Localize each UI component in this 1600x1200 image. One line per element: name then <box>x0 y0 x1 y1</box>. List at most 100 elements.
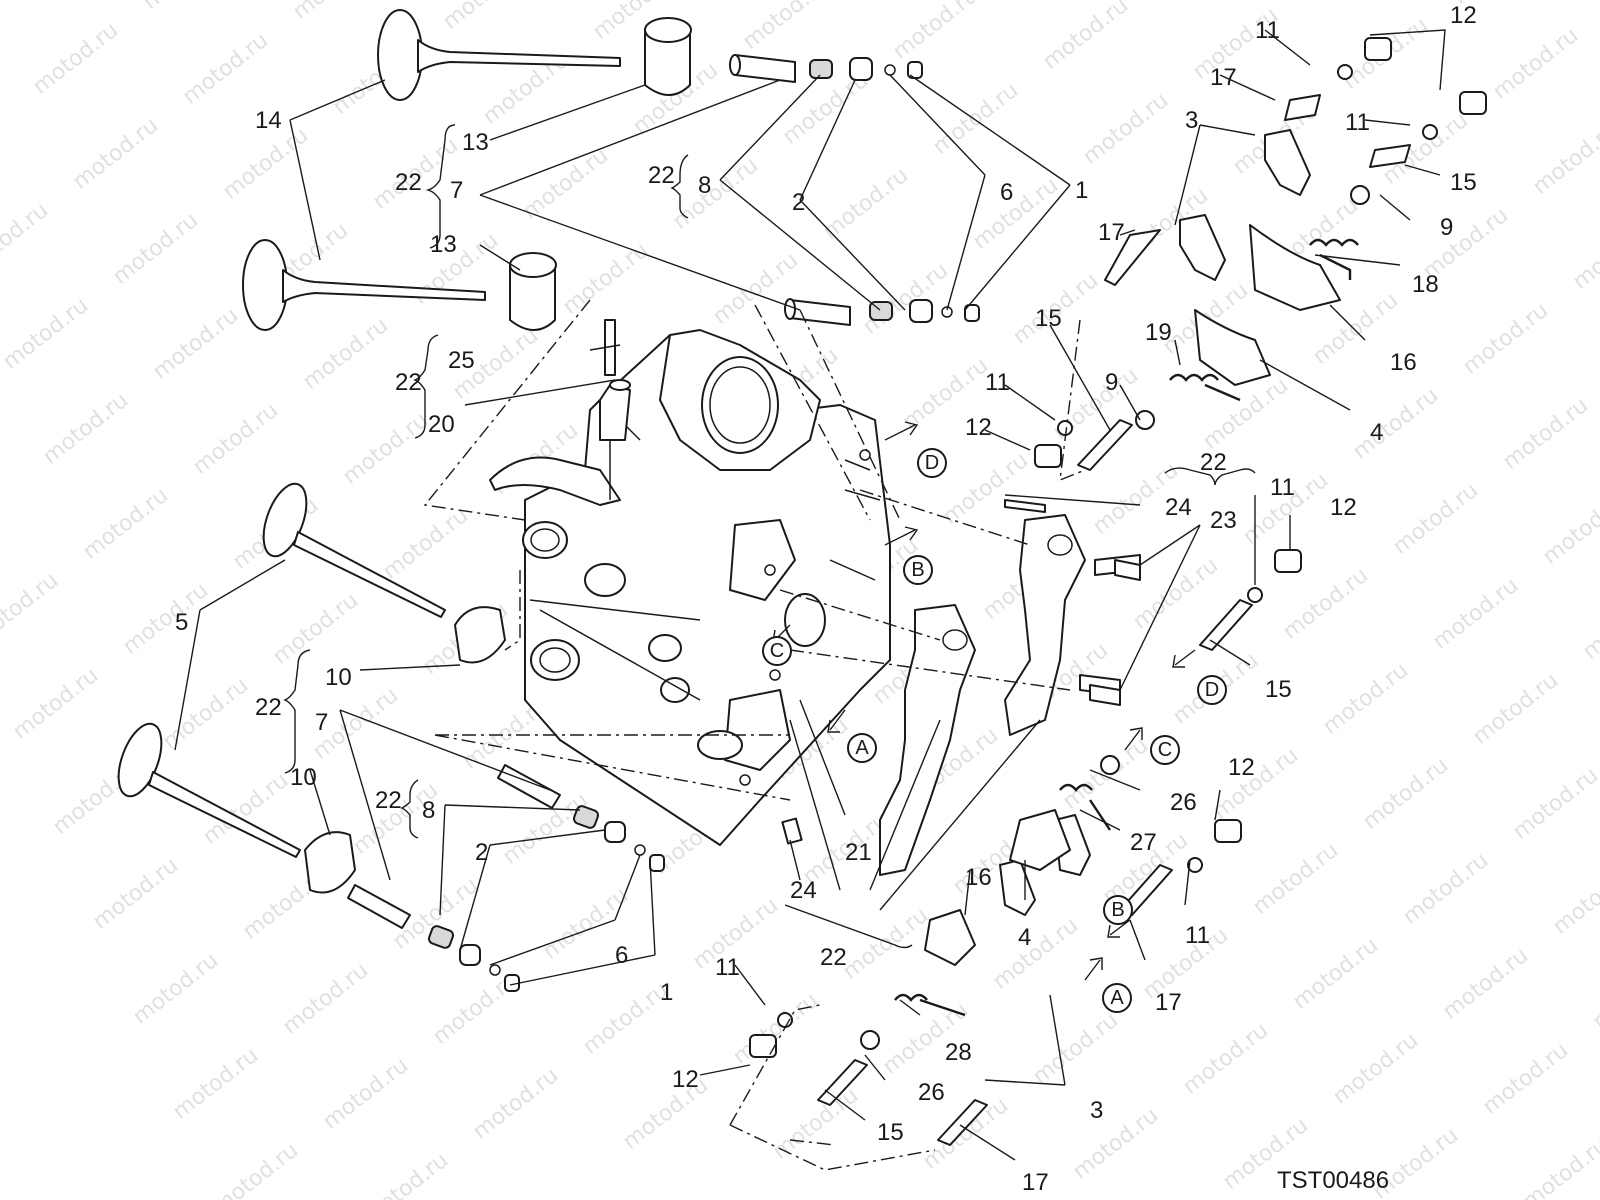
watermark-text: motod.ru <box>768 1083 863 1165</box>
callout-label: 17 <box>1022 1169 1049 1196</box>
stud-bolt <box>604 319 631 391</box>
callout-label: 16 <box>965 864 992 891</box>
watermark-text: motod.ru <box>68 113 163 195</box>
watermark-text: motod.ru <box>1068 1103 1163 1185</box>
callout-label: 13 <box>430 231 457 258</box>
callout-label: 4 <box>1370 419 1383 446</box>
rocker-arms <box>999 129 1311 916</box>
callout-label: 22 <box>395 169 422 196</box>
callout-label: 26 <box>1170 789 1197 816</box>
watermark-text: motod.ru <box>1208 743 1303 825</box>
valve-seats <box>304 17 692 894</box>
callout-label: 11 <box>1255 17 1280 44</box>
callout-label: 12 <box>965 414 992 441</box>
callout-label: 23 <box>1210 507 1237 534</box>
watermark-text: motod.ru <box>298 313 393 395</box>
watermark-text: motod.ru <box>1278 563 1373 645</box>
watermark-text: motod.ru <box>1358 753 1453 835</box>
callout-label: 12 <box>1450 2 1477 29</box>
watermark-text: motod.ru <box>28 18 123 100</box>
callout-label: 11 <box>1345 109 1370 136</box>
callout-label: 19 <box>1145 319 1172 346</box>
callout-label: 7 <box>450 177 463 204</box>
watermark-text: motod.ru <box>1328 1028 1423 1110</box>
callout-label: 24 <box>1165 494 1192 521</box>
watermark-text: motod.ru <box>178 28 273 110</box>
watermark-text: motod.ru <box>578 978 673 1060</box>
valve-guides-and-seals <box>347 54 980 992</box>
callout-label: 20 <box>428 411 455 438</box>
watermark-text: motod.ru <box>1038 0 1133 75</box>
callout-label: 22 <box>820 944 847 971</box>
callout-label: 11 <box>715 954 740 981</box>
watermark-text: motod.ru <box>148 303 243 385</box>
drawing-code: TST00486 <box>1277 1167 1389 1194</box>
watermark-text: motod.ru <box>318 1053 413 1135</box>
callout-label: 1 <box>1075 177 1088 204</box>
direction-markers: D B C A D C B A <box>762 448 1227 1013</box>
watermark-text: motod.ru <box>1588 953 1600 1035</box>
callout-label: 5 <box>175 609 188 636</box>
callout-label: 18 <box>1412 271 1439 298</box>
callout-label: 12 <box>1228 754 1255 781</box>
callout-label: 3 <box>1185 107 1198 134</box>
watermark-text: motod.ru <box>138 0 233 15</box>
callout-label: 28 <box>945 1039 972 1066</box>
watermark-text: motod.ru <box>1468 668 1563 750</box>
callout-label: 6 <box>1000 179 1013 206</box>
watermark-text: motod.ru <box>1438 943 1533 1025</box>
watermark-text: motod.ru <box>858 258 953 340</box>
watermark-text: motod.ru <box>8 663 103 745</box>
watermark-text: motod.ru <box>1548 858 1600 940</box>
direction-marker: D <box>1197 675 1227 705</box>
watermark-text: motod.ru <box>558 238 653 320</box>
watermark-text: motod.ru <box>1288 933 1383 1015</box>
watermark-text: motod.ru <box>358 1148 453 1200</box>
watermark-text: motod.ru <box>108 208 203 290</box>
callout-label: 14 <box>255 107 282 134</box>
watermark-text: motod.ru <box>1028 1008 1123 1090</box>
svg-text:D: D <box>1205 679 1219 701</box>
svg-text:B: B <box>911 559 924 581</box>
callout-label: 6 <box>615 942 628 969</box>
watermark-text: motod.ru <box>158 673 253 755</box>
watermark-text: motod.ru <box>1458 298 1553 380</box>
callout-label: 9 <box>1105 369 1118 396</box>
callout-label: 11 <box>1185 922 1210 949</box>
intake-valves <box>117 482 446 858</box>
callout-label: 17 <box>1098 219 1125 246</box>
watermark-text: motod.ru <box>1508 763 1600 845</box>
watermark-text: motod.ru <box>338 408 433 490</box>
watermark-text: motod.ru <box>988 913 1083 995</box>
callout-label: 26 <box>918 1079 945 1106</box>
svg-text:B: B <box>1111 899 1124 921</box>
svg-text:C: C <box>770 640 784 662</box>
watermark-text: motod.ru <box>1318 658 1413 740</box>
svg-text:A: A <box>855 737 869 759</box>
watermark-text: motod.ru <box>468 1063 563 1145</box>
support-bolts <box>1089 559 1141 706</box>
watermark-text: motod.ru <box>1248 838 1343 920</box>
watermark-text: motod.ru <box>928 78 1023 160</box>
watermark-text: motod.ru <box>278 958 373 1040</box>
callout-label: 4 <box>1018 924 1031 951</box>
watermark-text: motod.ru <box>1528 118 1600 200</box>
closing-rockers <box>924 224 1341 966</box>
callout-label: 22 <box>395 369 422 396</box>
callout-label: 8 <box>698 172 711 199</box>
watermark-text: motod.ru <box>78 483 173 565</box>
shaft-caps <box>749 37 1487 1058</box>
direction-marker: B <box>1103 895 1133 925</box>
svg-text:A: A <box>1110 987 1124 1009</box>
rocker-return-springs <box>894 238 1359 1017</box>
watermark-text: motod.ru <box>1348 383 1443 465</box>
watermark-text: motod.ru <box>1128 553 1223 635</box>
watermark-text: motod.ru <box>88 853 183 935</box>
watermark-text: motod.ru <box>938 448 1033 530</box>
watermark-text: motod.ru <box>1428 573 1523 655</box>
watermark-text: motod.ru <box>618 1073 713 1155</box>
callout-label: 15 <box>877 1119 904 1146</box>
watermark-text: motod.ru <box>438 0 533 35</box>
watermark-text: motod.ru <box>818 163 913 245</box>
svg-text:D: D <box>925 452 939 474</box>
